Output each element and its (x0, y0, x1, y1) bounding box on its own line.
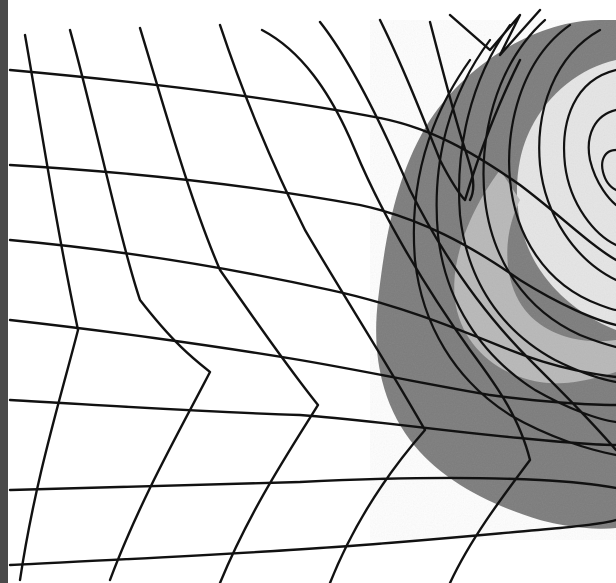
speckle-texture (370, 20, 616, 540)
left-edge-strip (0, 0, 8, 583)
